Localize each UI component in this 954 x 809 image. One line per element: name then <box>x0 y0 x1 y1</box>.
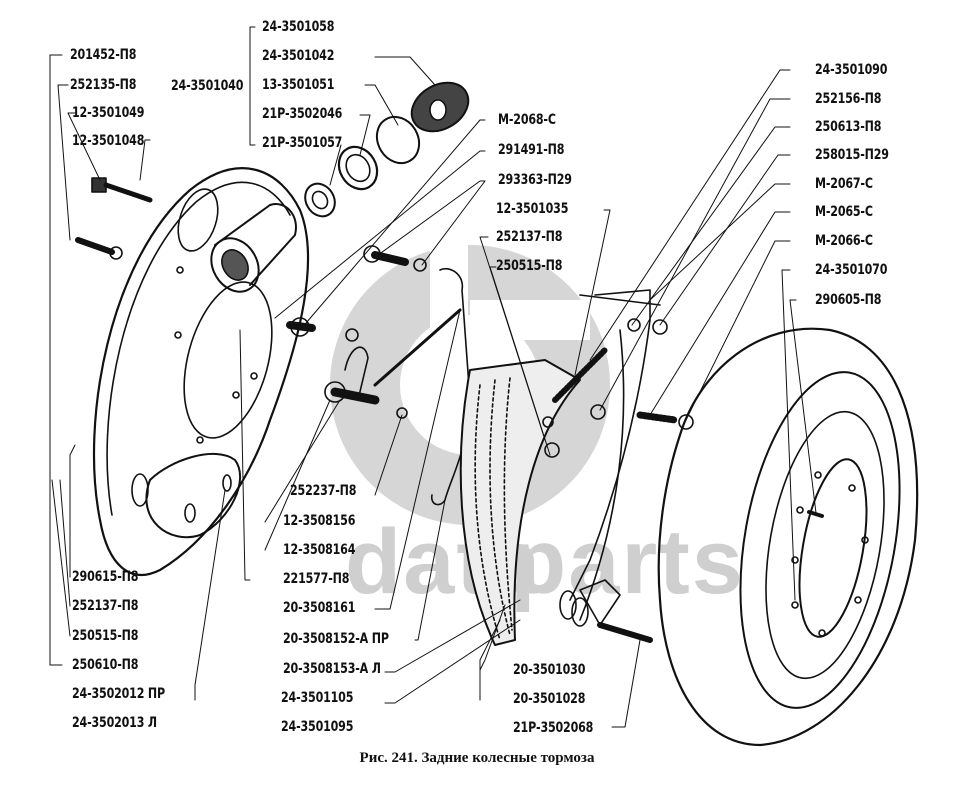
washer <box>542 416 554 428</box>
part-label: 24-3501090 <box>815 62 888 78</box>
washer <box>345 328 359 342</box>
backing-plate <box>92 167 310 576</box>
adjuster-spring <box>636 411 694 430</box>
lock-washer <box>396 407 408 419</box>
figure-caption: Рис. 241. Задние колесные тормоза <box>359 750 595 766</box>
part-label: 250613-П8 <box>815 119 882 135</box>
anchor-bracket <box>131 452 241 539</box>
part-label: 21Р-3502046 <box>262 106 343 122</box>
anchor-links <box>559 579 653 643</box>
part-label: 12-3508164 <box>283 542 356 558</box>
nut <box>544 442 560 458</box>
part-label: 201452-П8 <box>70 47 137 63</box>
part-label: 20-3501028 <box>513 691 586 707</box>
part-label: 291491-П8 <box>498 142 565 158</box>
part-label: 24-3501058 <box>262 19 335 35</box>
part-label: 20-3508153-А Л <box>283 661 381 677</box>
bolt <box>75 237 123 260</box>
part-label: 21Р-3501057 <box>262 135 343 151</box>
eccentric <box>286 317 316 337</box>
piston <box>375 115 421 165</box>
brake-drum <box>657 327 919 747</box>
nut <box>627 318 641 332</box>
watermark-text-parts: parts <box>510 511 745 613</box>
part-label: 21Р-3502068 <box>513 720 594 736</box>
part-label: 258015-П29 <box>815 147 889 163</box>
part-label: 24-3501070 <box>815 262 888 278</box>
washer <box>413 258 427 272</box>
spring-cup <box>304 182 336 218</box>
part-label: 252156-П8 <box>815 91 882 107</box>
shoe-web <box>569 289 661 621</box>
part-label: 252137-П8 <box>496 229 563 245</box>
part-label: 252135-П8 <box>70 77 137 93</box>
part-label-group-parent: 24-3501040 <box>171 78 244 94</box>
part-label: 252137-П8 <box>72 598 139 614</box>
part-label: 12-3501048 <box>72 133 145 149</box>
part-label: 20-3508152-А ПР <box>283 631 389 647</box>
part-label: М-2067-С <box>815 176 873 192</box>
part-label: 12-3508156 <box>283 513 356 529</box>
part-label: 290615-П8 <box>72 569 139 585</box>
part-label: 12-3501049 <box>72 105 145 121</box>
part-label: 250610-П8 <box>72 657 139 673</box>
part-label: 221577-П8 <box>283 571 350 587</box>
part-label: М-2068-С <box>498 112 556 128</box>
wheel-cylinder-body <box>210 203 297 293</box>
part-label: 250515-П8 <box>496 258 563 274</box>
part-label: 290605-П8 <box>815 292 882 308</box>
part-label: 13-3501051 <box>262 77 335 93</box>
nut <box>590 404 606 420</box>
part-label: 24-3502013 Л <box>72 715 157 731</box>
brake-shoe <box>459 359 581 646</box>
dust-boot <box>410 81 470 133</box>
part-label: 24-3501042 <box>262 48 335 64</box>
nut <box>652 319 668 335</box>
part-label: 12-3501035 <box>496 201 569 217</box>
part-label: 250515-П8 <box>72 628 139 644</box>
cup-seal <box>337 145 379 191</box>
cam-lever <box>324 346 380 405</box>
part-label: М-2066-С <box>815 233 873 249</box>
part-label: 20-3508161 <box>283 600 356 616</box>
part-label: 252237-П8 <box>290 483 357 499</box>
part-label: 20-3501030 <box>513 662 586 678</box>
bleeder-screw <box>91 177 153 203</box>
part-label: 24-3501095 <box>281 719 354 735</box>
part-label: М-2065-С <box>815 204 873 220</box>
part-label: 24-3501105 <box>281 690 354 706</box>
part-label: 293363-П29 <box>498 172 572 188</box>
part-label: 24-3502012 ПР <box>72 686 165 702</box>
leader-lines <box>49 26 817 728</box>
return-spring <box>552 347 608 403</box>
